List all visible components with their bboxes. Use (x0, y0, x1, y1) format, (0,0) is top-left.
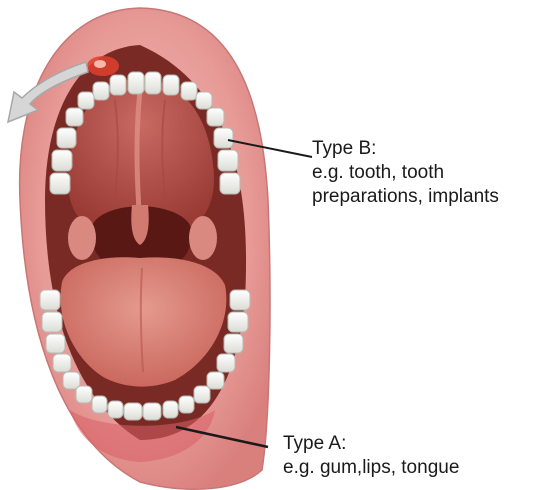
label-type-b-line1: e.g. tooth, tooth (312, 161, 499, 185)
label-type-b: Type B: e.g. tooth, tooth preparations, … (312, 137, 499, 209)
label-type-a: Type A: e.g. gum,lips, tongue (283, 432, 459, 480)
palate-midline (137, 90, 140, 225)
tonsil-right (189, 216, 217, 260)
label-type-a-title: Type A: (283, 432, 459, 456)
label-type-b-title: Type B: (312, 137, 499, 161)
label-type-b-line2: preparations, implants (312, 185, 499, 209)
label-type-a-line1: e.g. gum,lips, tongue (283, 456, 459, 480)
tonsil-left (68, 216, 96, 260)
